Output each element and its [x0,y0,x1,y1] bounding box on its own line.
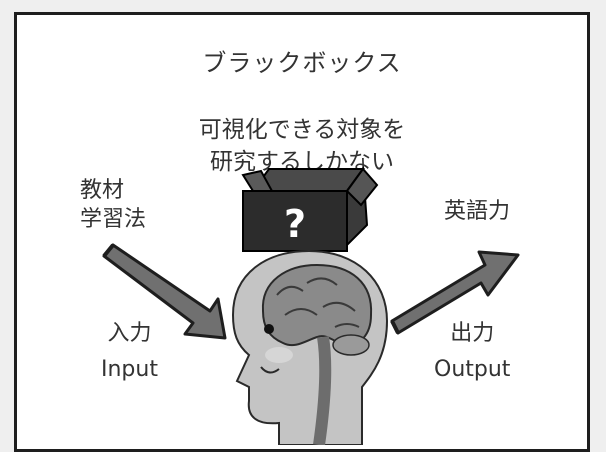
output-label-jp: 出力 [450,321,495,346]
input-label-jp: 入力 [107,321,152,346]
input-label: 入力 Input [101,316,158,388]
input-label-en: Input [101,357,158,382]
diagram-frame: ブラックボックス 可視化できる対象を 研究するしかない ? [14,12,590,452]
input-arrow-icon [102,243,227,340]
diagram-title: ブラックボックス [202,49,402,77]
diagram-illustration: ? [102,166,520,445]
input-source-line-2: 学習法 [80,207,147,232]
output-label: 出力 Output [434,316,510,388]
output-target-label: 英語力 [444,199,511,224]
black-box-icon: ? [241,166,379,252]
input-source-label: 教材 学習法 [80,176,146,234]
question-mark: ? [284,202,306,246]
output-label-en: Output [434,357,511,382]
head-brain-icon [231,249,389,445]
output-arrow-icon [390,250,520,335]
input-source-line-1: 教材 [80,178,125,203]
caption-line-1: 可視化できる対象を [198,117,406,143]
